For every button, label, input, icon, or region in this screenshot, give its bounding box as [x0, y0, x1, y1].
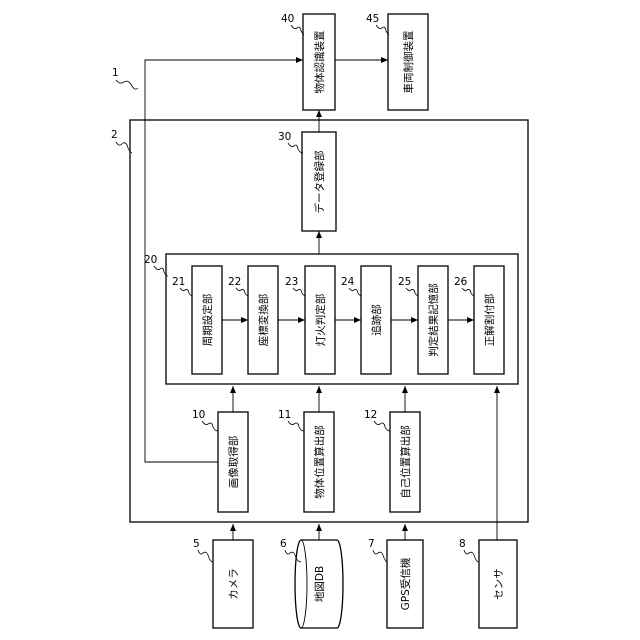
ref-12-leader [374, 421, 390, 431]
gps-label: GPS受信機 [399, 557, 412, 610]
block-data-registration: データ登録部 [302, 132, 336, 231]
ref-6: 6 [280, 538, 287, 550]
ref-40: 40 [281, 13, 294, 25]
ref-11-leader [288, 421, 304, 431]
vehicle-label: 車両制御装置 [402, 31, 415, 94]
ref-26: 26 [454, 276, 468, 288]
ref-20: 20 [144, 254, 157, 266]
block-object-recognition: 物体認識装置 [303, 14, 335, 110]
data-reg-label: データ登録部 [313, 151, 326, 214]
ref-2: 2 [111, 129, 118, 141]
ref-22-leader [236, 288, 248, 296]
track-label: 追跡部 [370, 304, 383, 336]
ref-11: 11 [278, 409, 291, 421]
block-map-db: 地図DB [295, 540, 343, 628]
ref-21: 21 [172, 276, 185, 288]
ratio-label: 正解割付部 [483, 294, 496, 347]
ref-25: 25 [398, 276, 411, 288]
ref-10-leader [202, 421, 218, 431]
ref-25-leader [406, 288, 418, 296]
block-gps-receiver: GPS受信機 [387, 540, 423, 628]
ref-24: 24 [341, 276, 355, 288]
ref-22: 22 [228, 276, 241, 288]
block-correct-assignment: 正解割付部 [474, 266, 504, 374]
ref-5-leader [198, 550, 213, 562]
ref-26-leader [462, 288, 474, 296]
ref-12: 12 [364, 409, 377, 421]
ref-45: 45 [366, 13, 379, 25]
ref-45-leader [376, 25, 389, 35]
image-acq-label: 画像取得部 [227, 436, 240, 489]
sensor-label: センサ [493, 568, 505, 600]
ref-40-leader [291, 25, 304, 35]
ref-30-leader [288, 143, 303, 153]
period-label: 周期設定部 [201, 294, 214, 347]
ref-5: 5 [193, 538, 200, 550]
coord-label: 座標変換部 [257, 294, 270, 347]
ref-23: 23 [285, 276, 298, 288]
block-sensor: センサ [479, 540, 517, 628]
ref-8: 8 [459, 538, 466, 550]
block-image-acquisition: 画像取得部 [218, 412, 248, 512]
ref-30: 30 [278, 131, 291, 143]
block-light-judgment: 灯火判定部 [305, 266, 335, 374]
self-pos-label: 自己位置算出部 [399, 425, 412, 499]
memory-label: 判定結果記憶部 [427, 283, 440, 357]
light-label: 灯火判定部 [314, 294, 327, 347]
block-camera: カメラ [213, 540, 253, 628]
block-coordinate-conversion: 座標変換部 [248, 266, 278, 374]
block-period-setting: 周期設定部 [192, 266, 222, 374]
block-self-position: 自己位置算出部 [390, 412, 420, 512]
ref-21-leader [180, 288, 192, 296]
camera-label: カメラ [228, 568, 240, 600]
ref-1-leader [116, 80, 138, 89]
ref-7-leader [373, 550, 387, 562]
ref-8-leader [464, 550, 479, 562]
map-db-label: 地図DB [313, 566, 326, 602]
obj-recog-label: 物体認識装置 [313, 31, 326, 94]
block-vehicle-control: 車両制御装置 [388, 14, 428, 110]
ref-7: 7 [368, 538, 375, 550]
block-result-memory: 判定結果記憶部 [418, 266, 448, 374]
obj-pos-label: 物体位置算出部 [313, 425, 326, 499]
block-tracking: 追跡部 [361, 266, 391, 374]
block-object-position: 物体位置算出部 [304, 412, 334, 512]
ref-1: 1 [112, 67, 119, 79]
ref-10: 10 [192, 409, 205, 421]
ref-23-leader [293, 288, 305, 296]
ref-24-leader [349, 288, 361, 296]
